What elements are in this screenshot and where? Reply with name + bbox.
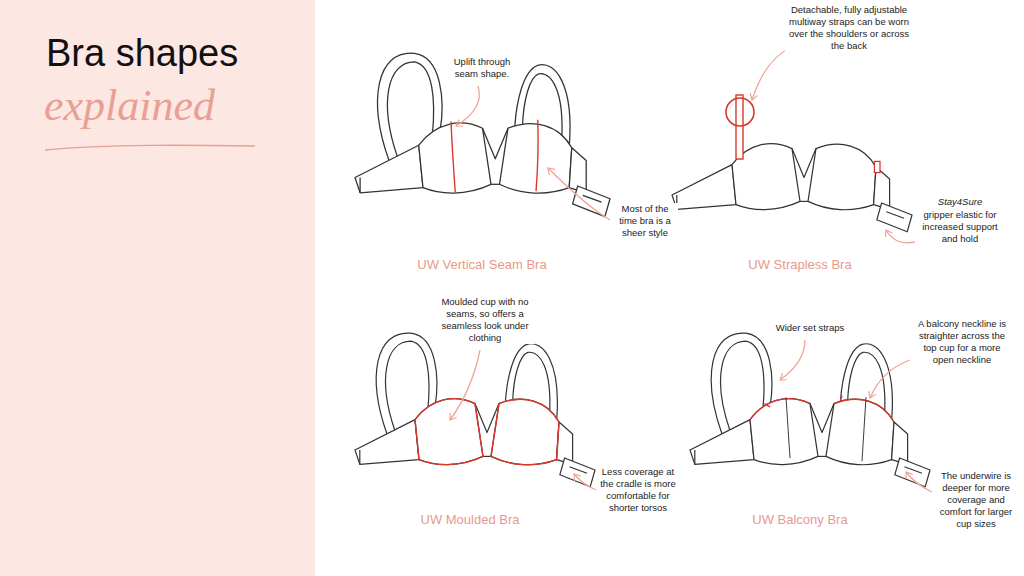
- title-underline: [45, 145, 255, 150]
- bra-name: UW Moulded Bra: [370, 512, 570, 528]
- bra-name: UW Strapless Bra: [700, 257, 900, 273]
- callout-note: Uplift through seam shape.: [442, 56, 522, 80]
- moulded-bra: [355, 399, 595, 487]
- callout-note: gripper elastic for increased support an…: [918, 209, 1002, 245]
- balcony-bra: [750, 399, 810, 420]
- callout-note: The underwire is deeper for more coverag…: [934, 470, 1018, 529]
- leader-line: [780, 340, 805, 380]
- strapless-bra: [874, 161, 880, 172]
- balcony-bra: [786, 397, 866, 461]
- bra-name: UW Balcony Bra: [700, 512, 900, 528]
- balcony-bra: [690, 333, 930, 487]
- vertical-seam-bra: [451, 121, 455, 192]
- balcony-bra: [834, 399, 894, 422]
- leader-line: [870, 360, 910, 398]
- moulded-bra: [491, 399, 559, 464]
- strap-highlight: [726, 98, 754, 126]
- balcony-bra: [690, 399, 930, 487]
- callout-note: A balcony neckline is straighter across …: [912, 318, 1012, 366]
- moulded-bra: [355, 333, 595, 487]
- leader-line: [752, 48, 790, 100]
- callout-note: Less coverage at the cradle is more comf…: [598, 466, 678, 514]
- balcony-bra: [764, 396, 842, 407]
- leader-line: [456, 86, 479, 126]
- callout-note: Moulded cup with no seams, so offers a s…: [435, 296, 535, 344]
- strapless-bra: [672, 144, 912, 232]
- vertical-seam-bra: [536, 120, 538, 191]
- leader-line: [574, 474, 596, 490]
- detachable-strap: [736, 95, 743, 159]
- brand-name: Stay4Sure: [918, 196, 1002, 208]
- title-subtitle: explained: [44, 82, 304, 130]
- callout-note: Most of the time bra is a sheer style: [612, 203, 678, 239]
- vertical-seam-bra: [355, 53, 610, 216]
- moulded-bra: [415, 399, 483, 465]
- page-title: Bra shapes: [46, 32, 238, 76]
- callout-note: Wider set straps: [768, 322, 852, 334]
- leader-line: [548, 168, 610, 220]
- leader-line: [906, 472, 932, 492]
- leader-line: [450, 350, 480, 420]
- leader-line: [886, 230, 915, 243]
- side-panel: [0, 0, 315, 576]
- strapless-bra: [672, 144, 912, 232]
- vertical-seam-bra: [355, 123, 610, 217]
- bra-name: UW Vertical Seam Bra: [382, 257, 582, 273]
- callout-note: Detachable, fully adjustable multiway st…: [785, 4, 913, 52]
